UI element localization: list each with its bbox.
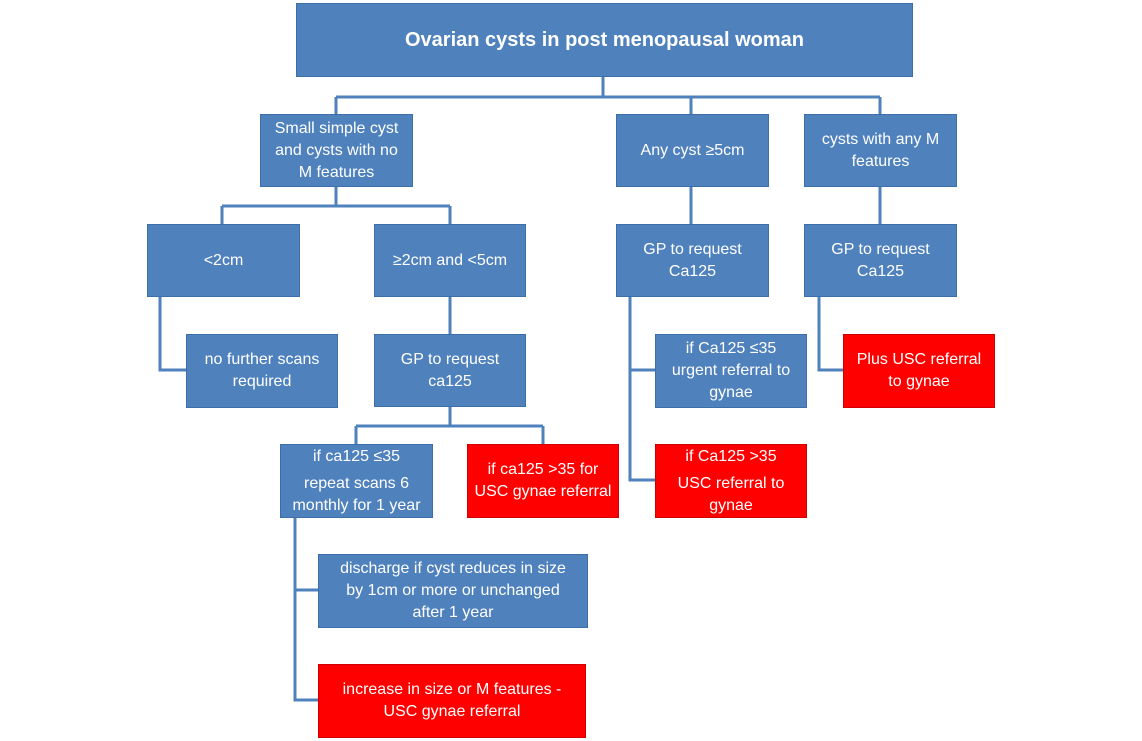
box-line: <2cm xyxy=(203,251,244,269)
box-line: if ca125 >35 for xyxy=(487,461,599,478)
repeat-scans-box: if ca125 ≤35 repeat scans 6 monthly for … xyxy=(280,444,433,518)
box-line: required xyxy=(232,373,292,390)
box-line: after 1 year xyxy=(412,604,494,621)
connector-any-branch xyxy=(628,297,655,482)
box-line: Ca125 xyxy=(856,262,905,280)
usc-referral-gynae-box: if Ca125 >35 USC referral to gynae xyxy=(655,444,807,518)
box-line: discharge if cyst reduces in size xyxy=(340,560,566,577)
gp-request-ca125-small-box: GP to request ca125 xyxy=(374,334,526,407)
box-line: if Ca125 >35 xyxy=(685,448,777,465)
box-line: and cysts with no xyxy=(275,141,398,159)
title-text: Ovarian cysts in post menopausal woman xyxy=(404,29,804,51)
box-line: GP to request xyxy=(400,350,500,368)
box-line: cysts with any M xyxy=(821,130,940,148)
box-line: USC gynae referral xyxy=(383,703,521,720)
box-line: M features xyxy=(298,163,375,181)
box-line: if ca125 ≤35 xyxy=(312,448,401,465)
small-simple-cyst-box: Small simple cyst and cysts with no M fe… xyxy=(260,114,413,187)
increase-size-box: increase in size or M features - USC gyn… xyxy=(318,664,586,738)
box-line: Plus USC referral xyxy=(856,351,982,368)
box-line: by 1cm or more or unchanged xyxy=(346,582,560,599)
gp-request-ca125-m-box: GP to request Ca125 xyxy=(804,224,957,297)
box-line: GP to request xyxy=(831,240,930,258)
box-line: repeat scans 6 xyxy=(304,475,409,492)
discharge-box: discharge if cyst reduces in size by 1cm… xyxy=(318,554,588,628)
connector-m-plus xyxy=(817,297,843,372)
box-line: GP to request xyxy=(643,240,742,258)
connector-repeat-branch xyxy=(293,518,318,702)
box-line: Small simple cyst xyxy=(274,119,399,137)
box-line: increase in size or M features - xyxy=(342,681,562,698)
box-line: USC referral to xyxy=(677,475,785,492)
box-line: Any cyst ≥5cm xyxy=(640,141,745,159)
plus-usc-referral-box: Plus USC referral to gynae xyxy=(843,334,995,408)
gp-request-ca125-any-box: GP to request Ca125 xyxy=(616,224,769,297)
box-line: ≥2cm and <5cm xyxy=(392,251,508,269)
box-line: USC gynae referral xyxy=(474,483,612,500)
box-line: gynae xyxy=(709,384,753,401)
title-box: Ovarian cysts in post menopausal woman xyxy=(296,3,913,77)
connector-lt2-no-further xyxy=(158,297,186,372)
lt2cm-box: <2cm xyxy=(147,224,300,297)
box-line: gynae xyxy=(709,497,753,514)
box-line: ca125 xyxy=(428,372,472,390)
box-line: if Ca125 ≤35 xyxy=(685,340,777,357)
box-line: features xyxy=(851,152,910,170)
any-cyst-box: Any cyst ≥5cm xyxy=(616,114,769,187)
box-line: monthly for 1 year xyxy=(292,497,421,514)
box-line: to gynae xyxy=(888,373,950,390)
box-line: urgent referral to xyxy=(671,362,791,379)
m-features-box: cysts with any M features xyxy=(804,114,957,187)
box-line: Ca125 xyxy=(668,262,717,280)
no-further-scans-box: no further scans required xyxy=(186,334,338,408)
ge2-lt5cm-box: ≥2cm and <5cm xyxy=(374,224,526,297)
urgent-referral-box: if Ca125 ≤35 urgent referral to gynae xyxy=(655,334,807,408)
usc-gynae-referral-box: if ca125 >35 for USC gynae referral xyxy=(467,444,619,518)
box-line: no further scans xyxy=(204,351,320,368)
